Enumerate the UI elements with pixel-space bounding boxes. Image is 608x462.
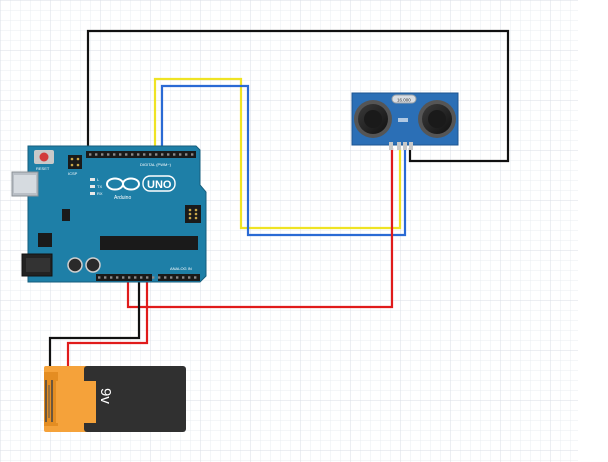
header-pin[interactable] xyxy=(134,276,137,279)
l-label: L xyxy=(97,177,100,182)
uno-logo-text: UNO xyxy=(147,179,172,191)
header-pin[interactable] xyxy=(113,153,116,156)
wires xyxy=(48,29,510,372)
sensor-crystal-label: 16.000 xyxy=(397,98,411,103)
sensor-crystal xyxy=(391,94,417,104)
header-pin[interactable] xyxy=(95,153,98,156)
digital-header[interactable] xyxy=(86,151,196,158)
header-pin[interactable] xyxy=(158,276,161,279)
capacitor-2 xyxy=(85,257,101,273)
analog-label: ANALOG IN xyxy=(170,266,192,271)
header-pin[interactable] xyxy=(191,153,194,156)
header-pin[interactable] xyxy=(188,276,191,279)
header-pin[interactable] xyxy=(131,153,134,156)
arduino-brand: Arduino xyxy=(114,195,131,201)
header-pin[interactable] xyxy=(110,276,113,279)
header-pin[interactable] xyxy=(155,153,158,156)
header-pin[interactable] xyxy=(176,276,179,279)
wire-black-gnd[interactable] xyxy=(86,29,510,163)
sensor-pins[interactable] xyxy=(389,142,413,150)
atmega-chip xyxy=(100,236,198,250)
wire-black-battery[interactable] xyxy=(48,282,141,372)
header-pin[interactable] xyxy=(89,153,92,156)
right-margin xyxy=(578,0,608,462)
header-pin[interactable] xyxy=(101,153,104,156)
header-pin[interactable] xyxy=(152,276,155,279)
header-pin[interactable] xyxy=(140,276,143,279)
reset-label: RESET xyxy=(36,166,50,171)
header-pin[interactable] xyxy=(164,276,167,279)
battery-label: 9v xyxy=(97,388,114,404)
arduino-uno-board[interactable]: RESET ICSP DIGITAL (PWM~) L TX RX UNO Ar… xyxy=(11,145,207,283)
header-pin[interactable] xyxy=(185,153,188,156)
header-pin[interactable] xyxy=(98,276,101,279)
usb-chip xyxy=(38,233,52,247)
rx-label: RX xyxy=(97,191,103,196)
header-pin[interactable] xyxy=(119,153,122,156)
header-pin[interactable] xyxy=(128,276,131,279)
icsp-label-top: ICSP xyxy=(68,171,78,176)
header-pin[interactable] xyxy=(170,276,173,279)
wire-blue-echo[interactable] xyxy=(160,84,407,237)
capacitor-1 xyxy=(67,257,83,273)
arduino-logo xyxy=(106,175,176,192)
header-pin[interactable] xyxy=(182,276,185,279)
analog-header[interactable] xyxy=(158,274,200,281)
header-pin[interactable] xyxy=(167,153,170,156)
tx-label: TX xyxy=(97,184,102,189)
reset-button[interactable] xyxy=(34,150,54,164)
header-pin[interactable] xyxy=(104,276,107,279)
header-pin[interactable] xyxy=(143,153,146,156)
header-pin[interactable] xyxy=(137,153,140,156)
battery-9v[interactable] xyxy=(44,366,186,432)
header-pin[interactable] xyxy=(149,153,152,156)
wire-yellow-trig[interactable] xyxy=(153,77,402,230)
header-pin[interactable] xyxy=(173,153,176,156)
header-pin[interactable] xyxy=(122,276,125,279)
header-pin[interactable] xyxy=(161,153,164,156)
header-pin[interactable] xyxy=(107,153,110,156)
header-pin[interactable] xyxy=(194,276,197,279)
digital-label: DIGITAL (PWM~) xyxy=(140,162,172,167)
wire-red-vcc[interactable] xyxy=(126,148,394,309)
header-pin[interactable] xyxy=(116,276,119,279)
icsp-header-right xyxy=(185,205,201,223)
header-pin[interactable] xyxy=(179,153,182,156)
wire-red-battery[interactable] xyxy=(66,282,149,372)
header-pin[interactable] xyxy=(125,153,128,156)
ultrasonic-sensor[interactable]: 16.000 xyxy=(351,92,459,150)
header-pin[interactable] xyxy=(146,276,149,279)
icsp-header-top xyxy=(68,155,82,169)
